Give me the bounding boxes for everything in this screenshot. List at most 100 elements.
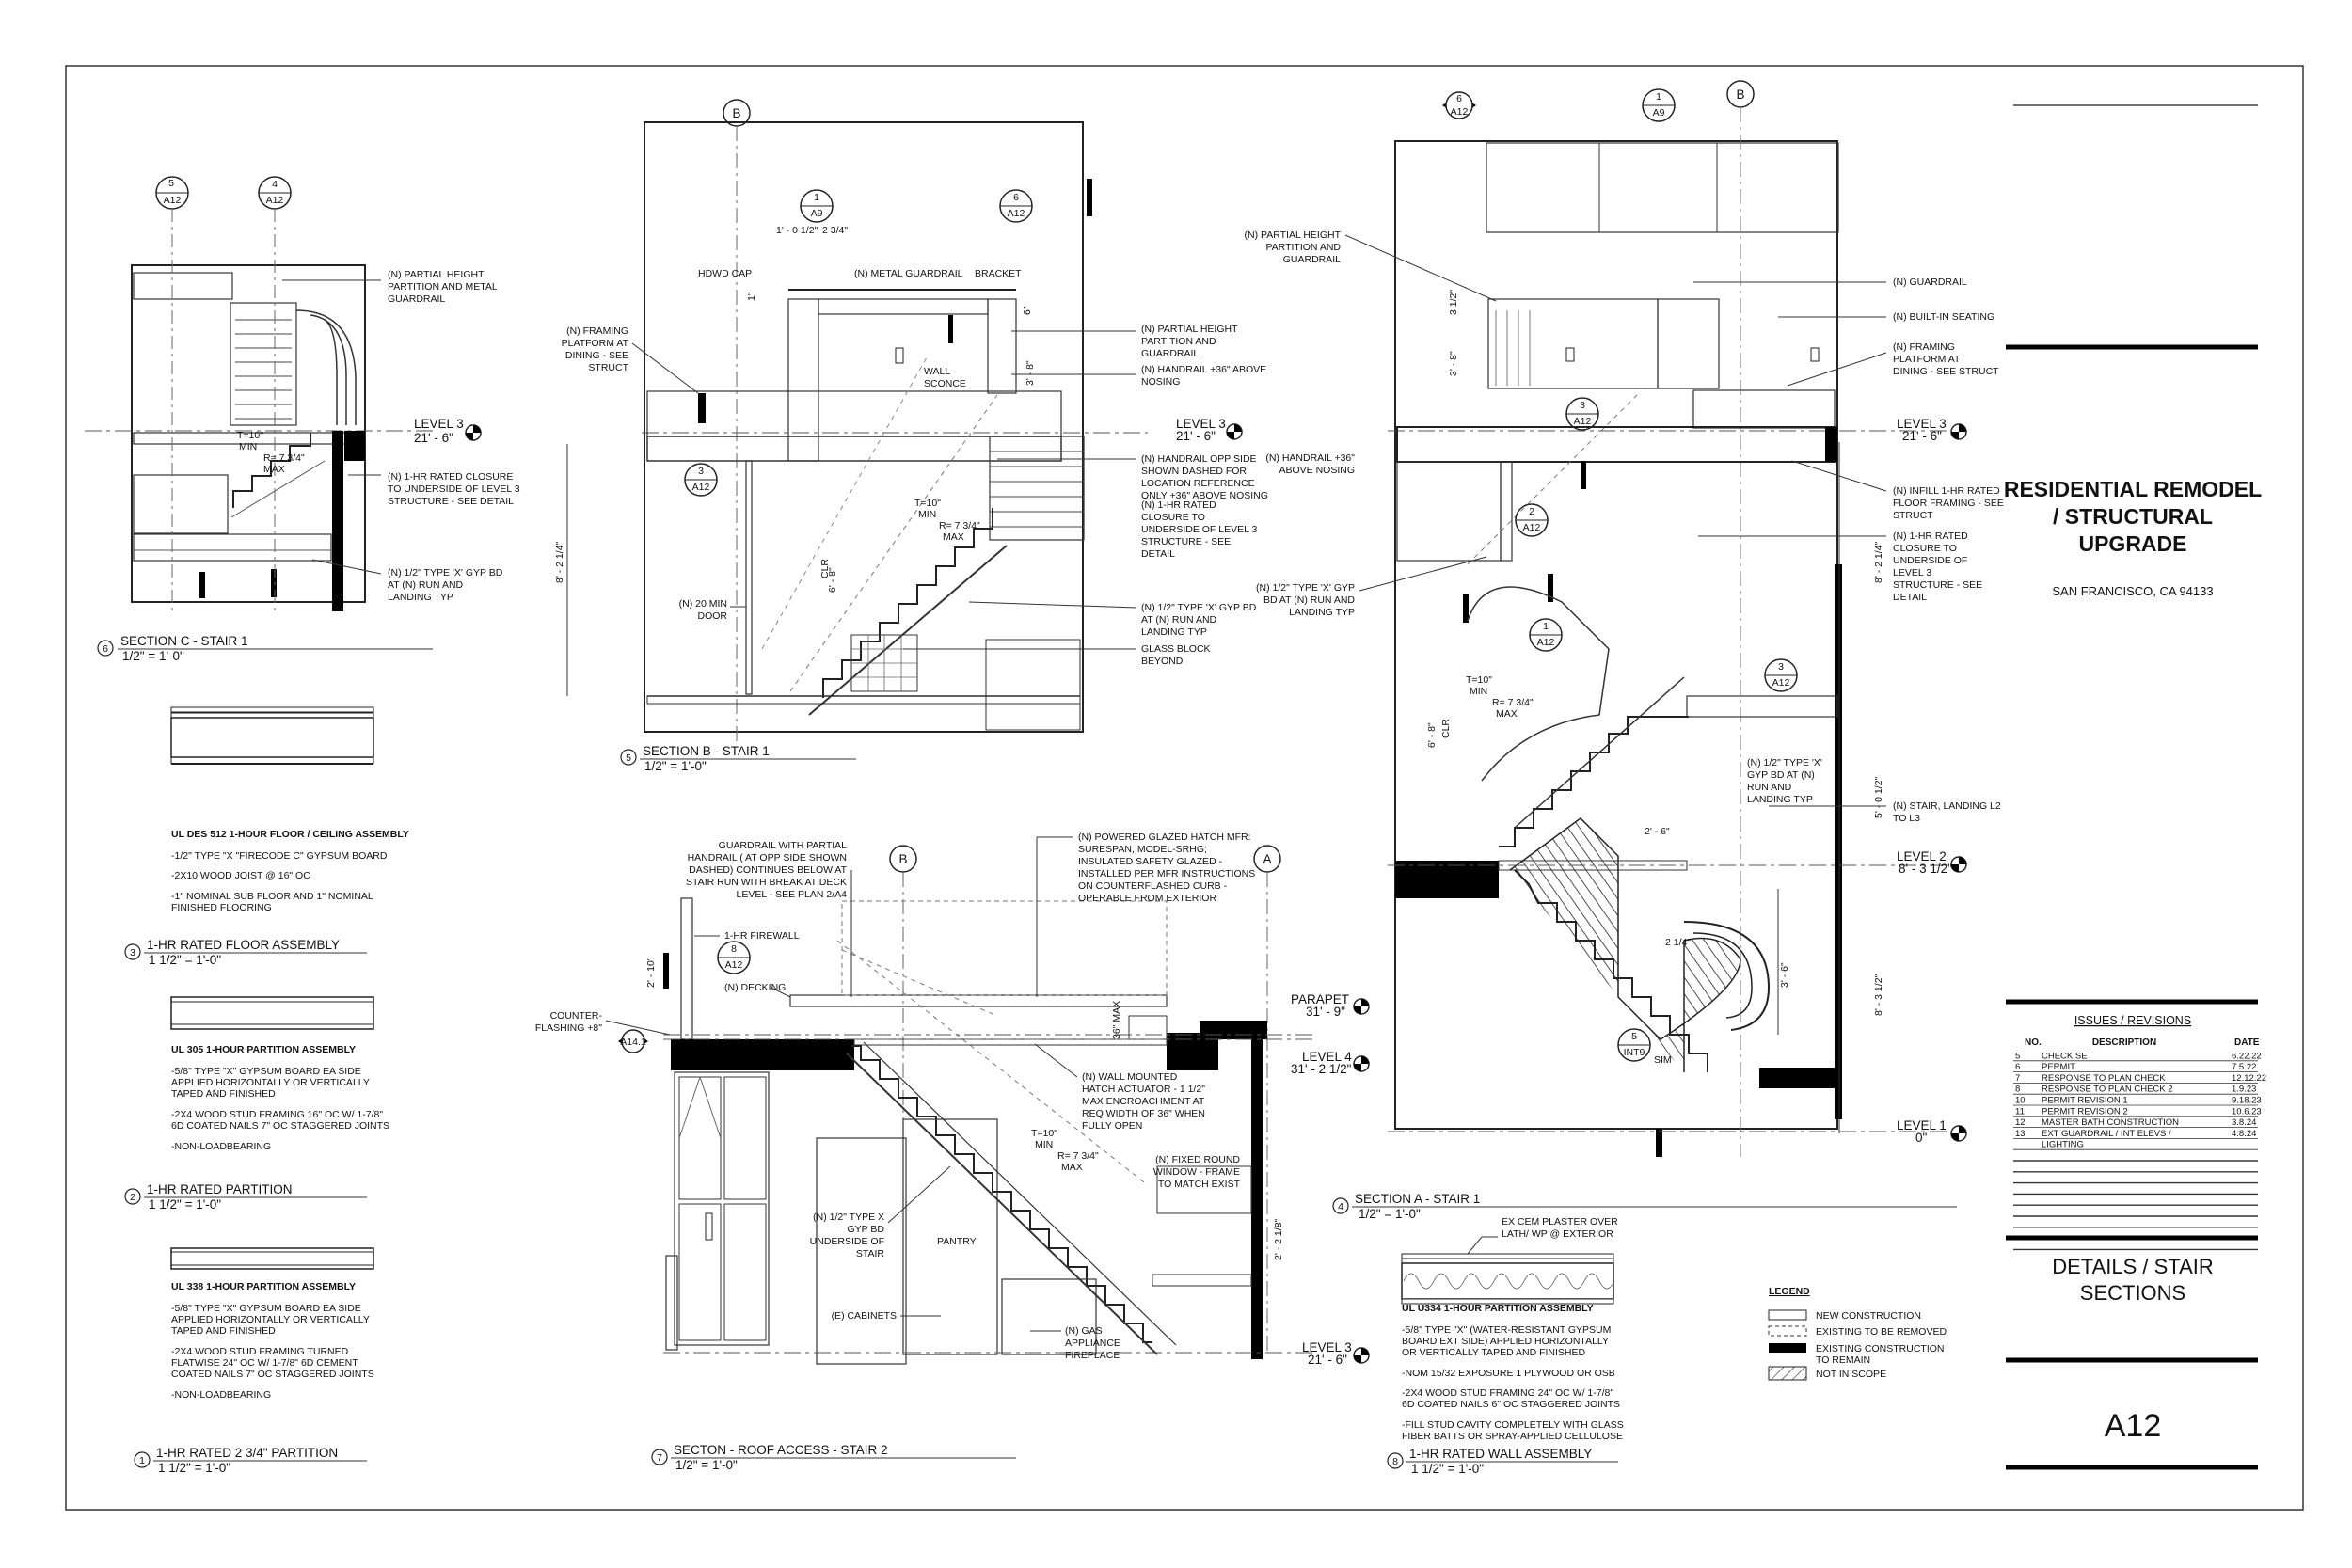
note-c-closure-3: STRUCTURE - SEE DETAIL [388,496,514,507]
partition-line3: TAPED AND FINISHED [171,1088,276,1100]
tag-8-a12-sheet: A12 [725,959,743,971]
level3-elev-7: 21' - 6" [1308,1353,1347,1367]
note-7-pantry: PANTRY [937,1236,977,1247]
note-a-guardrail: (N) GUARDRAIL [1893,277,1967,288]
issue-desc: RESPONSE TO PLAN CHECK 2 [2042,1085,2173,1095]
note-7-actuator-4: REQ WIDTH OF 36" WHEN [1082,1108,1205,1119]
detail-8-number: 8 [1392,1456,1398,1467]
sheet-border [65,65,2304,1511]
note-b-door-2: DOOR [698,610,728,622]
dim-b-234: 2 3/4" [822,225,848,236]
level1-label-a: LEVEL 1 [1897,1118,1947,1132]
tag-6-a12-sheet-b: A12 [1008,208,1025,219]
note-a-closure-4: LEVEL 3 [1893,567,1931,578]
legend-removed: EXISTING TO BE REMOVED [1816,1326,1947,1338]
detail-wall-assembly: EX CEM PLASTER OVER LATH/ WP @ EXTERIOR … [1387,1216,1624,1476]
tag-6-a12-num-a: 6 [1456,93,1462,104]
level4-elev: 31' - 2 1/2" [1291,1062,1352,1076]
note-a-gyp-left-2: BD AT (N) RUN AND [1263,594,1355,606]
note-b-closure-1: (N) 1-HR RATED [1141,499,1216,511]
issue-no: 8 [2015,1085,2020,1095]
dim-a-312: 3 1/2" [1448,290,1459,315]
tag-3-a12-sheet-b: A12 [692,482,710,493]
legend-remain: TO REMAIN [1816,1354,1870,1366]
detail-8-scale: 1 1/2" = 1'-0" [1411,1462,1484,1476]
issue-desc: CHECK SET [2042,1051,2093,1061]
note-7-gas-1: (N) GAS [1065,1325,1103,1337]
dim-7-min: MIN [1035,1139,1053,1150]
detail-1-number: 1 [139,1455,145,1466]
note-a-partial-1: (N) PARTIAL HEIGHT [1245,230,1342,241]
floor-assembly-line2: -2X10 WOOD JOIST @ 16" OC [171,870,310,881]
detail-4-title: SECTION A - STAIR 1 [1355,1192,1480,1206]
issue-date: 7.5.22 [2232,1062,2256,1072]
wall-assembly-line1: -5/8" TYPE "X" (WATER-RESISTANT GYPSUM [1402,1324,1611,1336]
detail-section-b: B 8' - 2 1/4" [554,99,1268,773]
tag-3-a12-num-b: 3 [698,466,704,477]
issues-col-no: NO. [2025,1037,2042,1048]
issue-desc: RESPONSE TO PLAN CHECK [2042,1073,2166,1084]
note-b-opp-1: (N) HANDRAIL OPP SIDE [1141,453,1257,465]
issue-desc: LIGHTING [2042,1140,2084,1150]
grid-b-section-a: B [1736,87,1744,102]
detail-7-scale: 1/2" = 1'-0" [675,1458,738,1472]
note-a-gyp-3: RUN AND [1747,782,1792,793]
level1-elev-a: 0" [1915,1131,1928,1145]
note-b-framing-4: STRUCT [588,362,628,373]
detail-3-number: 3 [130,947,135,958]
partition2-line7: -NON-LOADBEARING [171,1389,271,1401]
note-b-opp-2: SHOWN DASHED FOR [1141,466,1247,477]
note-7-guardrail-2: HANDRAIL ( AT OPP SIDE SHOWN [688,852,847,863]
partition-line4: -2X4 WOOD STUD FRAMING 16" OC W/ 1-7/8" [171,1109,383,1120]
note-b-glass-1: GLASS BLOCK [1141,643,1211,655]
detail-5-scale: 1/2" = 1'-0" [644,759,707,773]
issue-date: 10.6.23 [2232,1106,2262,1117]
issue-date: 4.8.24 [2232,1129,2256,1139]
partition-line1: -5/8" TYPE "X" GYPSUM BOARD EA SIDE [171,1066,361,1077]
detail-floor-assembly: UL DES 512 1-HOUR FLOOR / CEILING ASSEMB… [124,706,409,967]
dim-7-210: 2' - 10" [645,957,657,988]
note-c-gyp-3: LANDING TYP [388,592,453,603]
level4-label: LEVEL 4 [1302,1050,1352,1064]
note-b-sconce-2: SCONCE [924,378,966,389]
note-a-sim: SIM [1654,1054,1672,1066]
partition2-line3: TAPED AND FINISHED [171,1325,276,1337]
note-7-guardrail-1: GUARDRAIL WITH PARTIAL [719,840,847,851]
issue-no: 7 [2015,1073,2020,1084]
detail-6-number: 6 [103,643,108,655]
detail-4-scale: 1/2" = 1'-0" [1359,1207,1421,1221]
detail-7-title: SECTON - ROOF ACCESS - STAIR 2 [674,1443,888,1457]
note-b-framing-3: DINING - SEE [565,350,628,361]
note-7-actuator-1: (N) WALL MOUNTED [1082,1071,1178,1083]
parapet-label: PARAPET [1291,992,1349,1006]
detail-4-number: 4 [1338,1201,1343,1212]
grid-b-section-b: B [732,106,740,120]
partition-title: UL 305 1-HOUR PARTITION ASSEMBLY [171,1044,356,1055]
dim-7-t10: T=10" [1031,1128,1057,1139]
note-7-firewall: 1-HR FIREWALL [724,930,800,942]
tag-6-a12-sheet-a: A12 [1451,106,1469,118]
tag-5-int9-sheet: INT9 [1624,1047,1645,1058]
partition-line6: -NON-LOADBEARING [171,1141,271,1152]
note-b-gyp-1: (N) 1/2" TYPE 'X' GYP BD [1141,602,1257,613]
tag-4-a12-num: 4 [272,179,278,190]
dim-b-max: MAX [943,531,964,543]
dim-a-8214: 8' - 2 1/4" [1873,541,1884,583]
detail-7-number: 7 [657,1452,662,1464]
sheet-number: A12 [2105,1408,2162,1444]
note-a-closure-3: UNDERSIDE OF [1893,555,1967,566]
tag-5-a12-num: 5 [168,178,174,189]
grid-a-section-7: A [1263,852,1271,866]
note-a-stair-1: (N) STAIR, LANDING L2 [1893,800,2001,812]
note-7-cabinets: (E) CABINETS [832,1310,897,1322]
note-b-bracket: BRACKET [975,268,1022,279]
wall-callout-2: LATH/ WP @ EXTERIOR [1502,1228,1613,1240]
dim-c-r: R= 7 3/4" [263,452,305,464]
wall-callout-1: EX CEM PLASTER OVER [1502,1216,1618,1227]
note-b-gyp-3: LANDING TYP [1141,626,1207,638]
note-b-door-1: (N) 20 MIN [679,598,727,610]
legend: LEGEND NEW CONSTRUCTION EXISTING TO BE R… [1768,1286,1947,1381]
detail-1-scale: 1 1/2" = 1'-0" [158,1461,230,1475]
